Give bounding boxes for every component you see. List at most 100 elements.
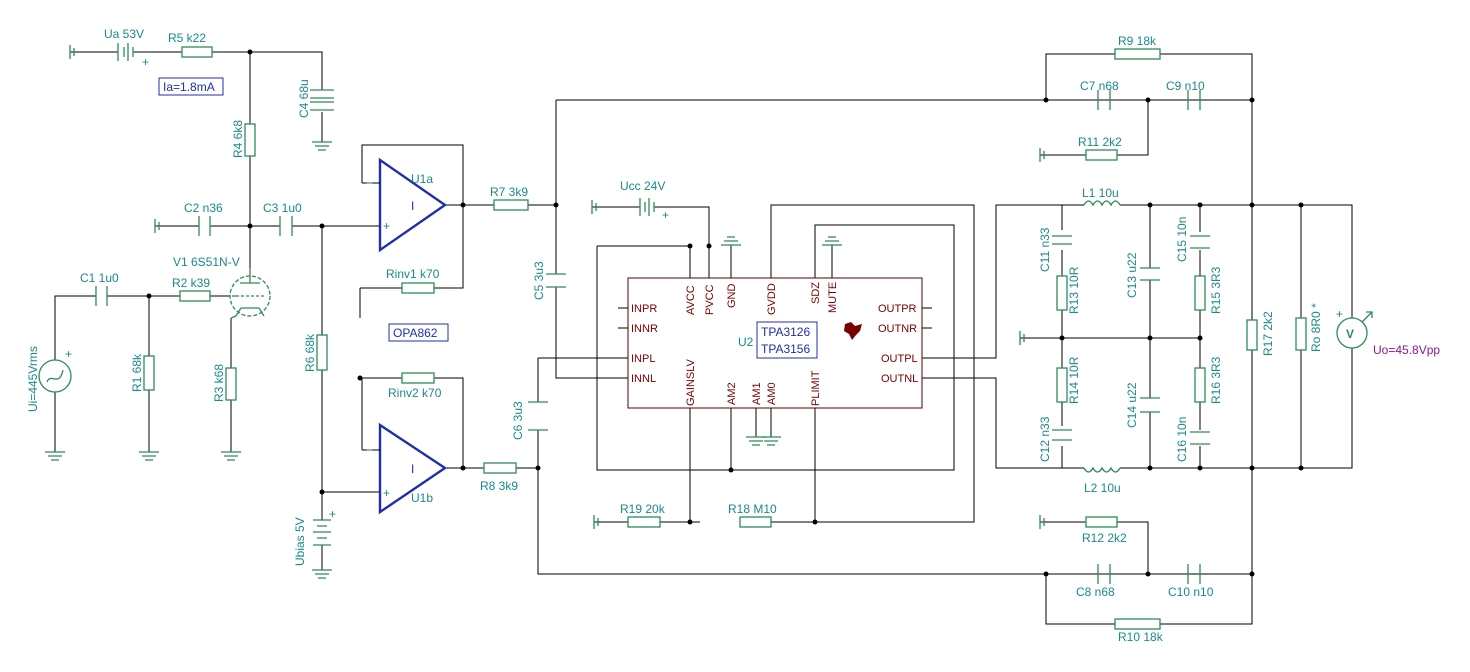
r9-label: R9 18k — [1118, 34, 1157, 48]
capacitor-c6: C6 3u3 — [511, 401, 548, 440]
r12-label: R12 2k2 — [1082, 531, 1127, 545]
resistor-r7: R7 3k9 — [490, 185, 529, 211]
pin-outpl: OUTPL — [881, 353, 918, 365]
meter-plus: + — [1336, 307, 1343, 321]
resistor-r5: R5 k22 — [168, 31, 213, 58]
resistor-r2: R2 k39 — [172, 276, 211, 302]
ro-label: Ro 8R0 * — [1309, 303, 1323, 352]
vacuum-tube-v1: V1 6S51N-V — [173, 255, 271, 319]
r14-label: R14 10R — [1067, 356, 1081, 404]
voltmeter-uo: V + Uo=45.8Vpp — [1336, 307, 1440, 357]
c13-label: C13 u22 — [1125, 252, 1139, 298]
amplifier-ic-u2: INPR INNR INPL INNL OUTPR OUTNR OUTPL OU… — [618, 277, 932, 409]
l2-label: L2 10u — [1084, 481, 1121, 495]
rinv2-label: Rinv2 k70 — [388, 386, 442, 400]
pin-gvdd: GVDD — [766, 283, 778, 315]
chip-part-1: TPA3126 — [761, 325, 810, 339]
capacitor-c3: C3 1u0 — [263, 201, 302, 236]
battery-ua: Ua 53V + — [104, 27, 149, 69]
pin-am1: AM1 — [751, 382, 763, 405]
c4-label: C4 68u — [297, 79, 311, 118]
capacitor-c9: C9 n10 — [1166, 79, 1205, 110]
opamp-u1a: − + I U1a — [362, 157, 448, 253]
capacitor-c13: C13 u22 — [1125, 252, 1160, 298]
pin-am2: AM2 — [726, 382, 738, 405]
pin-plimit: PLIMIT — [810, 370, 822, 406]
capacitor-c4: C4 68u — [297, 79, 334, 118]
pin-avcc: AVCC — [685, 285, 697, 315]
c16-label: C16 10n — [1175, 417, 1189, 462]
c8-label: C8 n68 — [1076, 585, 1115, 599]
r17-label: R17 2k2 — [1261, 311, 1275, 356]
pin-innl: INNL — [631, 373, 656, 385]
capacitor-c1: C1 1u0 — [80, 271, 119, 306]
capacitor-c14: C14 u22 — [1125, 382, 1160, 428]
r13-label: R13 10R — [1067, 266, 1081, 314]
ubias-plus: + — [329, 507, 336, 521]
capacitor-c10: C10 n10 — [1168, 564, 1214, 599]
ua-label: Ua 53V — [104, 27, 144, 41]
ground-symbols — [45, 45, 1045, 579]
c14-label: C14 u22 — [1125, 382, 1139, 428]
u1a-minus: − — [366, 176, 373, 190]
r16-label: R16 3R3 — [1209, 356, 1223, 404]
battery-ubias: + Ubias 5V — [293, 507, 336, 566]
pin-sdz: SDZ — [810, 282, 822, 304]
resistor-r15: R15 3R3 — [1194, 266, 1223, 314]
l1-label: L1 10u — [1082, 186, 1119, 200]
resistor-r18: R18 M10 — [728, 502, 777, 528]
resistor-r14: R14 10R — [1056, 356, 1081, 404]
resistor-r8: R8 3k9 — [480, 462, 518, 493]
r3-label: R3 k68 — [212, 364, 226, 402]
c5-label: C5 3u3 — [532, 261, 546, 300]
c7-label: C7 n68 — [1080, 79, 1119, 93]
resistor-r11: R11 2k2 — [1078, 135, 1122, 161]
ucc-plus: + — [662, 208, 669, 222]
capacitor-c12: C12 n33 — [1038, 416, 1072, 462]
inductor-l2: L2 10u — [1083, 466, 1121, 495]
c6-label: C6 3u3 — [511, 401, 525, 440]
opamp-u1b: − + I U1b — [362, 422, 448, 515]
ui-plus: + — [65, 347, 72, 361]
opamp-part-annotation: OPA862 — [388, 323, 449, 342]
c10-label: C10 n10 — [1168, 585, 1214, 599]
battery-ucc: Ucc 24V + — [620, 179, 669, 222]
rinv1-label: Rinv1 k70 — [386, 267, 440, 281]
pin-outnl: OUTNL — [881, 373, 918, 385]
capacitor-c8: C8 n68 — [1076, 564, 1115, 599]
r6-label: R6 68k — [303, 333, 317, 372]
c15-label: C15 10n — [1175, 217, 1189, 262]
capacitor-c5: C5 3u3 — [532, 261, 566, 300]
r8-label: R8 3k9 — [480, 479, 518, 493]
resistor-r1: R1 68k — [130, 353, 155, 392]
resistor-r13: R13 10R — [1056, 266, 1081, 314]
c9-label: C9 n10 — [1166, 79, 1205, 93]
r1-label: R1 68k — [130, 353, 144, 392]
pin-gainslv: GAINSLV — [685, 358, 697, 406]
resistor-r4: R4 6k8 — [231, 120, 256, 158]
u1b-label: U1b — [411, 491, 433, 505]
r11-label: R11 2k2 — [1078, 135, 1122, 149]
c11-label: C11 n33 — [1038, 227, 1052, 272]
r10-label: R10 18k — [1118, 630, 1164, 644]
capacitor-c15: C15 10n — [1175, 217, 1210, 262]
meter-v: V — [1346, 327, 1354, 341]
pin-am0: AM0 — [766, 382, 778, 405]
resistor-r19: R19 20k — [620, 502, 666, 528]
pin-outnr: OUTNR — [878, 323, 917, 335]
pin-gnd: GND — [726, 284, 738, 309]
r4-label: R4 6k8 — [231, 120, 245, 158]
capacitor-c16: C16 10n — [1175, 417, 1210, 462]
pin-inpr: INPR — [631, 303, 657, 315]
ucc-label: Ucc 24V — [620, 179, 665, 193]
resistor-rinv1: Rinv1 k70 — [386, 267, 440, 294]
pin-innr: INNR — [631, 323, 658, 335]
chip-part-2: TPA3156 — [761, 342, 810, 356]
ua-plus: + — [142, 55, 149, 69]
junctions — [146, 49, 1304, 577]
u2-label: U2 — [738, 335, 754, 349]
pin-inpl: INPL — [631, 353, 655, 365]
uo-label: Uo=45.8Vpp — [1373, 343, 1440, 357]
capacitor-c11: C11 n33 — [1038, 227, 1072, 272]
u1a-plus: + — [383, 219, 390, 233]
